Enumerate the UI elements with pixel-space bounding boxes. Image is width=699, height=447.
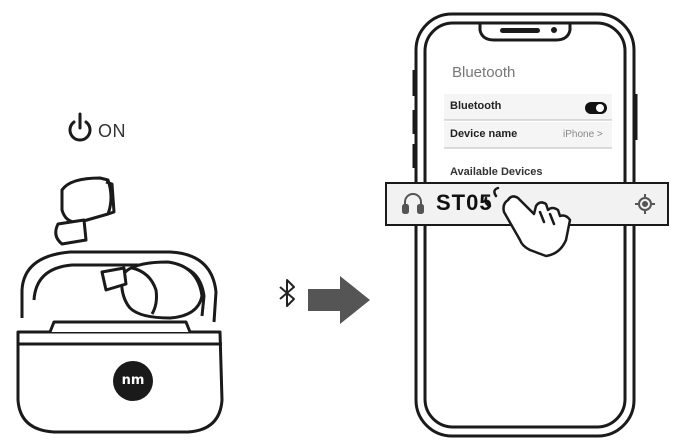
speaker-grille <box>500 28 540 33</box>
device-name-st05[interactable]: ST05 <box>436 190 493 215</box>
settings-title: Bluetooth <box>452 64 516 81</box>
front-camera <box>551 27 557 33</box>
device-name-row-bg <box>444 122 612 148</box>
headphones-icon <box>402 193 424 214</box>
gear-icon[interactable] <box>635 194 655 214</box>
bluetooth-row-bg <box>444 94 612 120</box>
charging-case <box>16 250 224 434</box>
power-on-label: ON <box>98 121 126 141</box>
arrow-right-icon <box>308 276 370 324</box>
power-icon <box>68 112 92 142</box>
case-logo-text: nm <box>121 373 145 388</box>
case-logo-badge <box>113 361 153 401</box>
bluetooth-toggle[interactable] <box>585 102 607 114</box>
earbud-lifted <box>54 176 116 246</box>
device-name-row-label: Device name <box>450 128 518 140</box>
bluetooth-icon <box>279 279 295 307</box>
device-name-row-value[interactable]: iPhone > <box>563 129 603 140</box>
bluetooth-row-label: Bluetooth <box>450 100 502 112</box>
pointing-hand-icon <box>484 186 572 258</box>
available-devices-label: Available Devices <box>450 166 543 178</box>
